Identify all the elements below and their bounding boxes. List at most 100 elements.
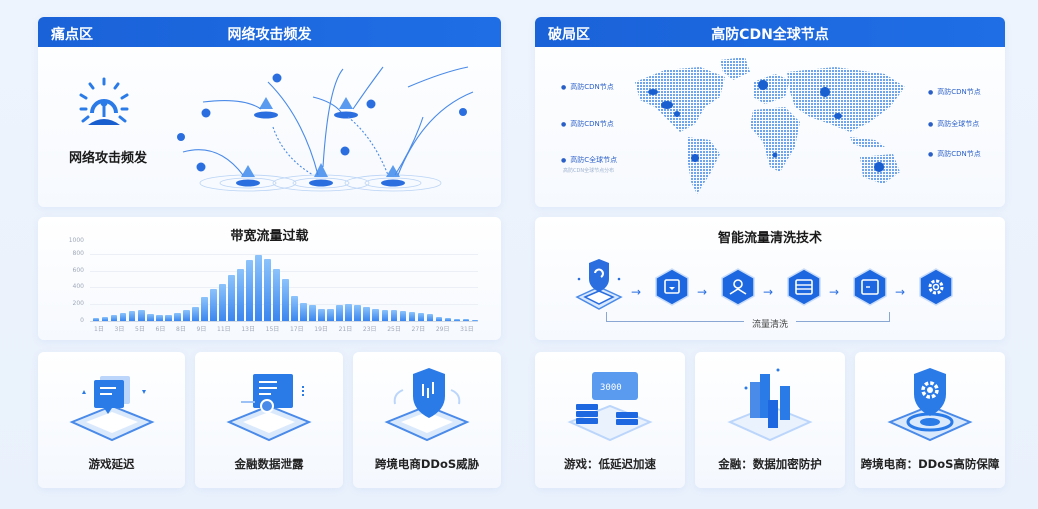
map-label-right-3: 高防CDN节点 xyxy=(928,149,981,159)
y-tick: 600 xyxy=(72,267,84,274)
chart-bar xyxy=(111,315,118,321)
gridline xyxy=(90,254,478,255)
solution-tile-gaming-label: 游戏：低延迟加速 xyxy=(564,457,656,471)
chart-bar xyxy=(417,313,424,321)
map-label-right-2: 高防全球节点 xyxy=(928,119,979,129)
chart-bar xyxy=(273,269,280,321)
x-tick: 19日 xyxy=(314,326,328,333)
attack-scene-illustration xyxy=(177,66,474,192)
x-tick: 25日 xyxy=(387,326,401,333)
x-tick: 31日 xyxy=(460,326,474,333)
cleaning-bracket-label: 流量清洗 xyxy=(743,320,796,330)
chart-bar xyxy=(354,305,361,321)
solution-tile-gaming: 3000 游戏：低延迟加速 xyxy=(535,352,685,488)
chart-bar xyxy=(372,309,379,321)
x-tick: 3日 xyxy=(114,326,125,333)
bar-tower-icon xyxy=(727,368,813,442)
chart-bar xyxy=(435,317,443,321)
chart-bar xyxy=(147,313,154,321)
cleaning-bracket-label-wrap: 流量清洗 xyxy=(535,317,1005,330)
server-icon xyxy=(787,268,821,306)
data-leak-card-icon xyxy=(226,374,312,442)
chart-bar xyxy=(399,311,406,321)
map-sub-left: 高防CDN全球节点分布 xyxy=(563,168,615,174)
flow-arrow: → xyxy=(697,285,708,299)
cleaning-panel-title: 智能流量清洗技术 xyxy=(717,231,822,246)
chart-bar xyxy=(156,315,163,321)
chart-bar xyxy=(300,303,307,321)
bar-series xyxy=(90,241,479,321)
chart-bar xyxy=(255,254,262,321)
attack-panel: 痛点区 网络攻击频发 网络攻击频发 xyxy=(38,17,501,207)
cdn-panel-title: 高防CDN全球节点 xyxy=(711,27,829,43)
cdn-panel: 破局区 高防CDN全球节点 高防CDN节点 高防CDN节点 高防C全球节点 高防… xyxy=(535,17,1005,207)
chart-bar xyxy=(336,304,343,321)
gridline xyxy=(90,271,478,272)
map-label-left-3: 高防C全球节点 xyxy=(561,155,617,165)
x-tick: 8日 xyxy=(176,326,186,333)
chart-bar xyxy=(444,317,452,321)
location-pin-icon xyxy=(721,268,755,306)
chart-bar xyxy=(318,308,325,321)
chart-bar xyxy=(345,303,352,321)
x-tick: 9日 xyxy=(196,326,207,333)
attack-icon-label: 网络攻击频发 xyxy=(68,151,147,166)
svg-text:3000: 3000 xyxy=(600,383,622,393)
chart-bar xyxy=(129,310,136,321)
chart-bar xyxy=(183,309,190,321)
cdn-node-markers xyxy=(648,80,885,180)
chart-bar xyxy=(228,274,235,321)
chart-bar xyxy=(381,310,388,321)
x-tick: 21日 xyxy=(338,326,353,333)
attack-alert-icon xyxy=(79,77,129,125)
chart-bar xyxy=(264,258,271,321)
solution-tile-finance-label: 金融：数据加密防护 xyxy=(718,457,822,471)
solution-tile-ecommerce-label: 跨境电商：DDoS高防保障 xyxy=(860,457,1000,471)
y-tick: 800 xyxy=(72,250,84,257)
pain-tile-ecommerce-label: 跨境电商DDoS威胁 xyxy=(374,457,480,471)
y-tick: 0 xyxy=(80,317,84,324)
x-tick: 11日 xyxy=(217,326,231,333)
map-label-right-1: 高防CDN节点 xyxy=(928,87,981,97)
chart-bar xyxy=(174,312,181,321)
x-tick: 6日 xyxy=(155,326,166,333)
pain-tile-finance: 金融数据泄露 xyxy=(195,352,343,488)
chart-bar xyxy=(165,314,172,321)
chart-bar xyxy=(309,305,316,321)
x-tick: 15日 xyxy=(265,326,280,333)
x-tick: 1日 xyxy=(94,326,104,333)
flow-arrow: → xyxy=(631,285,642,299)
cdn-panel-header: 破局区 高防CDN全球节点 xyxy=(535,17,1005,47)
x-tick: 13日 xyxy=(241,326,255,333)
solution-zone-label: 破局区 xyxy=(548,27,590,43)
pain-tile-gaming: 游戏延迟 xyxy=(38,352,185,488)
y-tick: 200 xyxy=(72,300,84,307)
chart-bar xyxy=(138,309,145,321)
x-tick: 29日 xyxy=(435,326,450,333)
chart-bar xyxy=(246,260,253,321)
flow-arrow: → xyxy=(895,285,906,299)
chart-bar xyxy=(219,284,226,321)
chart-bar xyxy=(210,289,217,321)
chart-bar xyxy=(282,279,289,321)
y-tick: 400 xyxy=(72,283,84,290)
chart-bar xyxy=(426,313,433,321)
cleaning-panel: 智能流量清洗技术 → → → → xyxy=(535,217,1005,340)
solution-tile-ecommerce: 跨境电商：DDoS高防保障 xyxy=(855,352,1005,488)
bandwidth-chart-title: 带宽流量过载 xyxy=(230,229,309,244)
cleaning-flow: → → → → → xyxy=(573,257,983,315)
chart-bar xyxy=(390,310,397,321)
chart-bar xyxy=(471,319,479,321)
pain-tile-finance-label: 金融数据泄露 xyxy=(234,457,304,471)
attack-panel-title: 网络攻击频发 xyxy=(227,27,312,43)
x-axis xyxy=(90,321,478,322)
flow-arrow: → xyxy=(763,285,774,299)
chart-bar xyxy=(237,269,244,321)
pain-tile-gaming-label: 游戏延迟 xyxy=(88,457,135,471)
chart-bar xyxy=(192,306,199,321)
chart-bar xyxy=(120,312,127,321)
chat-device-icon xyxy=(68,376,155,442)
y-tick: 1000 xyxy=(68,237,84,244)
